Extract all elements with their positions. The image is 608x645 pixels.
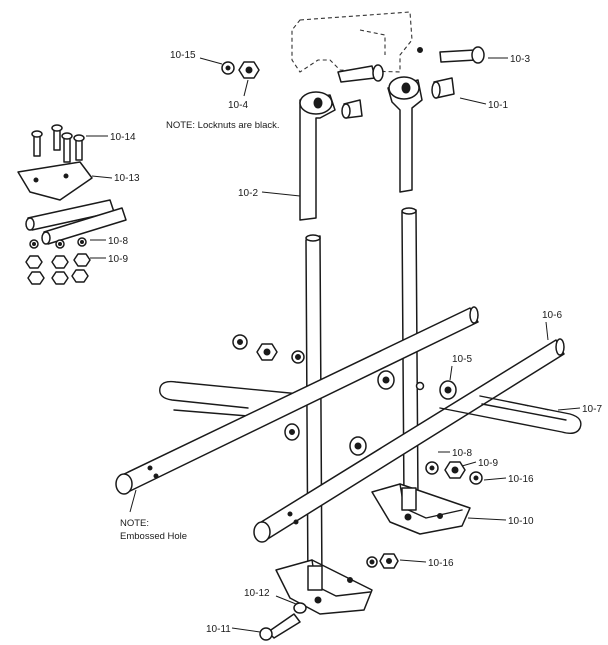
label-10-4: 10-4 — [228, 100, 248, 111]
rear-cross-tube — [115, 306, 479, 495]
top-hardware — [221, 46, 485, 83]
label-10-15: 10-15 — [170, 50, 196, 61]
label-10-2: 10-2 — [238, 188, 258, 199]
inset-assembly — [17, 124, 127, 285]
label-10-6: 10-6 — [542, 310, 562, 321]
upright-tube-left-lower — [305, 234, 323, 593]
note-locknuts: NOTE: Locknuts are black. — [166, 120, 280, 131]
label-10-14: 10-14 — [110, 132, 136, 143]
upright-tube-left-top — [299, 91, 363, 221]
mid-hardware — [232, 334, 483, 485]
label-10-9-inset: 10-9 — [108, 254, 128, 265]
label-10-11: 10-11 — [206, 624, 231, 635]
label-10-16-upper: 10-16 — [508, 474, 534, 485]
foot-bracket-left — [259, 553, 399, 641]
u-bolt-right — [439, 395, 582, 435]
note-embossed-text: Embossed Hole — [120, 531, 187, 542]
front-cross-tube — [253, 338, 565, 543]
label-10-5: 10-5 — [452, 354, 472, 365]
part-labels: 10-15 10-4 10-3 10-1 10-14 10-13 10-2 10… — [108, 50, 602, 635]
label-10-1: 10-1 — [488, 100, 508, 111]
label-10-10: 10-10 — [508, 516, 534, 527]
u-bolt-left — [159, 380, 301, 417]
label-10-16-lower: 10-16 — [428, 558, 454, 569]
label-10-12: 10-12 — [244, 588, 270, 599]
label-10-7: 10-7 — [582, 404, 602, 415]
label-10-8: 10-8 — [452, 448, 472, 459]
upright-tube-right-top — [387, 76, 455, 193]
leader-lines — [86, 57, 581, 633]
label-10-3: 10-3 — [510, 54, 530, 65]
note-embossed-title: NOTE: — [120, 518, 149, 529]
mounting-bracket-outline — [291, 11, 413, 73]
foot-bracket-right — [371, 483, 471, 535]
label-10-13: 10-13 — [114, 173, 140, 184]
label-10-9: 10-9 — [478, 458, 498, 469]
label-10-8-inset: 10-8 — [108, 236, 128, 247]
notes: NOTE: Locknuts are black. NOTE: Embossed… — [120, 120, 280, 542]
